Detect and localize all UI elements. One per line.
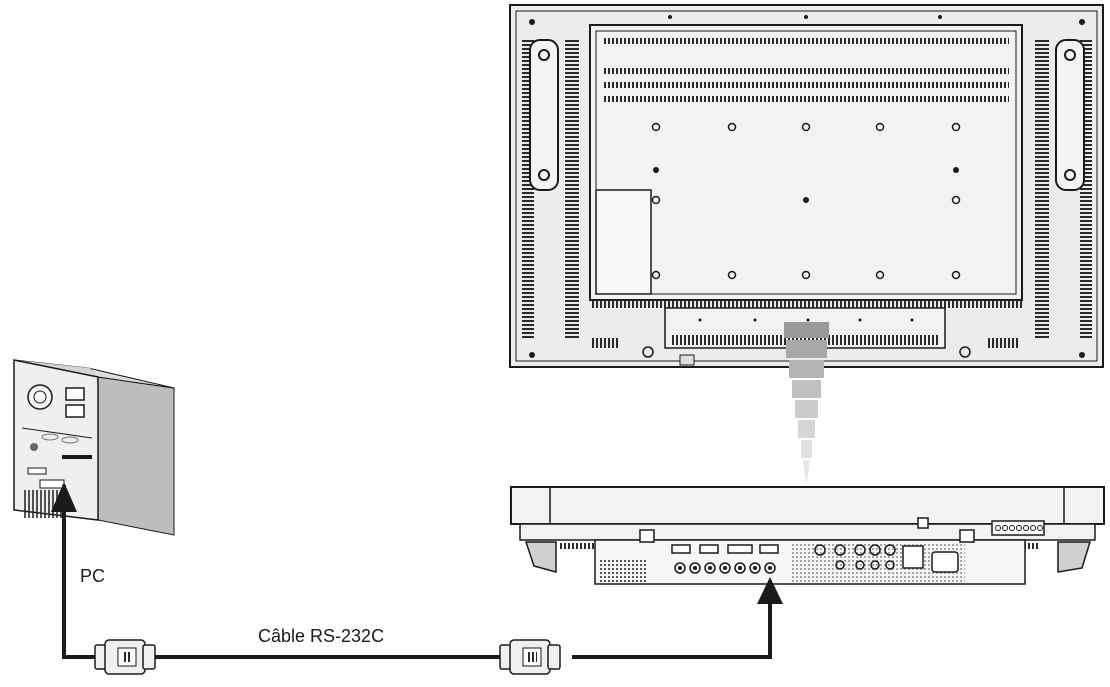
arrow-up-icon bbox=[51, 482, 77, 512]
pc-label: PC bbox=[80, 566, 106, 586]
monitor-bottom-panel-icon bbox=[510, 486, 1105, 585]
zoom-funnel bbox=[784, 322, 829, 485]
db9-connector-icon bbox=[94, 639, 156, 675]
pc-tower-icon bbox=[13, 359, 175, 536]
arrow-up-icon bbox=[757, 577, 783, 604]
cable-label: Câble RS-232C bbox=[258, 626, 385, 646]
db9-connector-icon bbox=[499, 639, 561, 675]
monitor-rear-panel-icon bbox=[509, 4, 1104, 368]
rs232c-cable bbox=[51, 482, 783, 659]
